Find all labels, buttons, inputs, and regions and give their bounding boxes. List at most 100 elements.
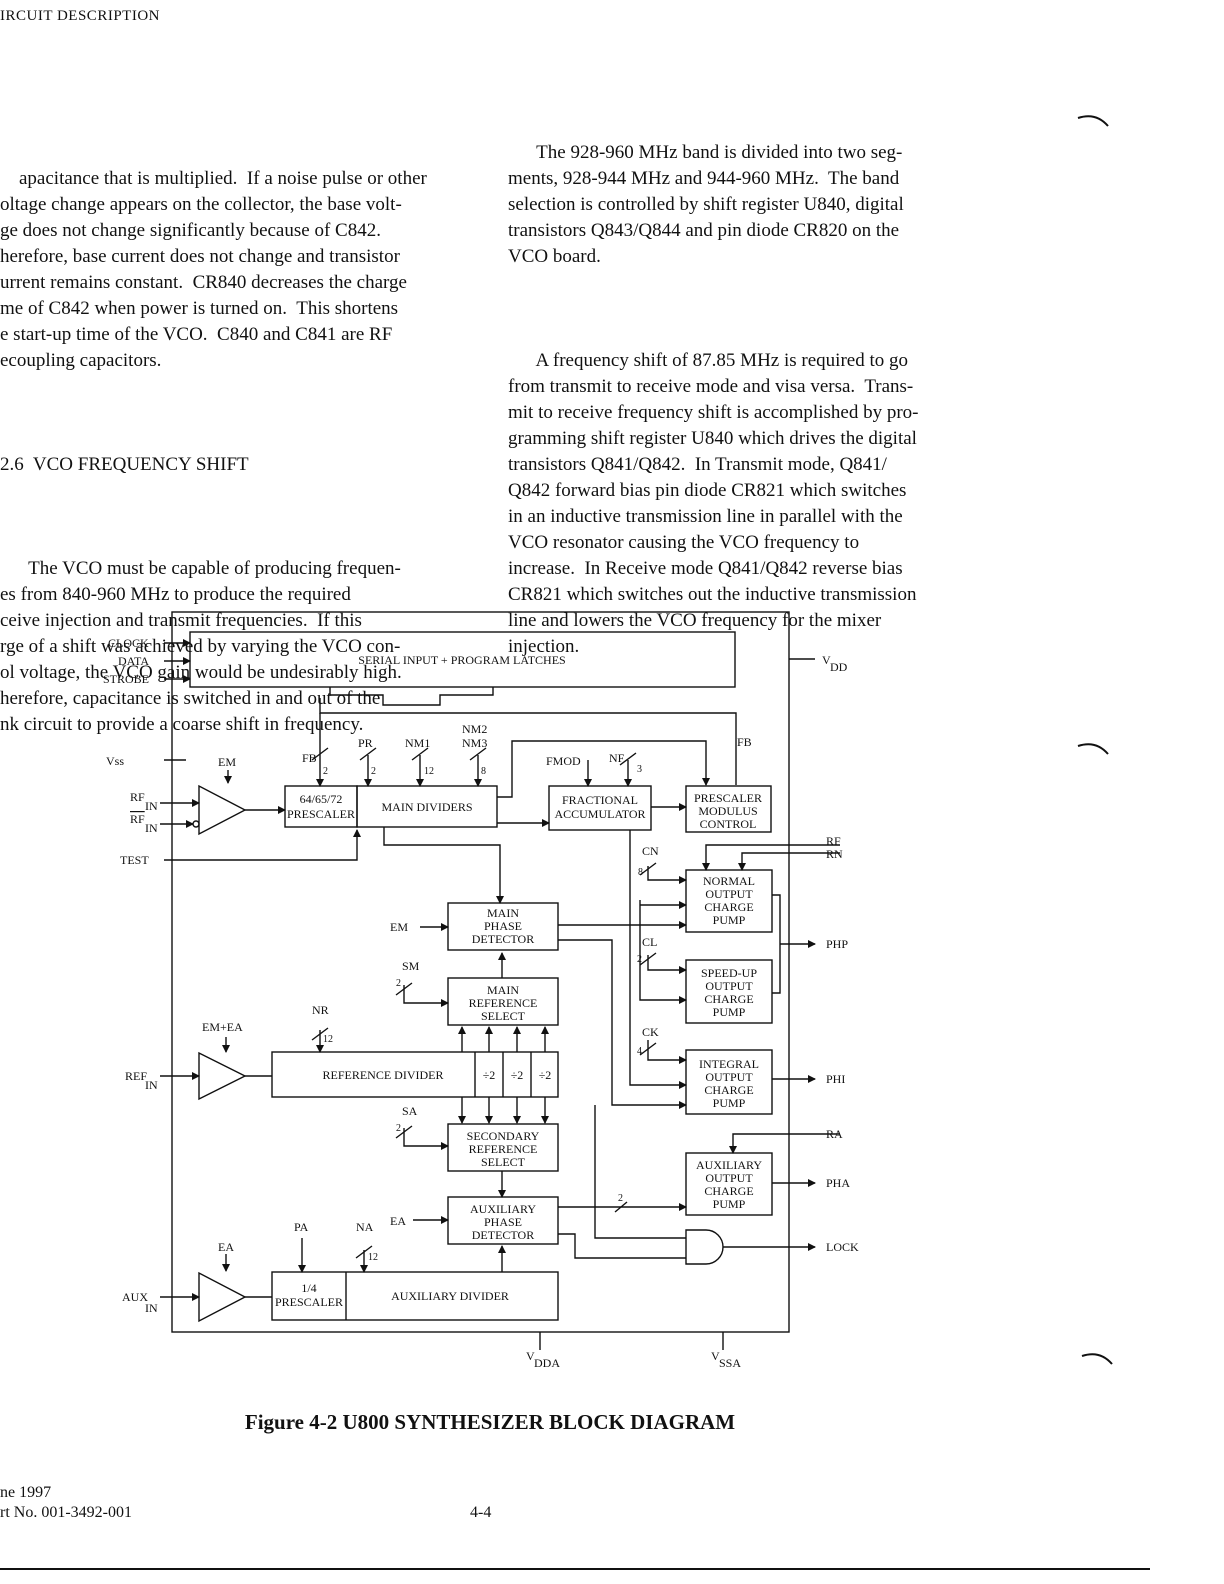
nm3-label: NM3 bbox=[462, 736, 487, 750]
ref-input-amplifier bbox=[198, 1051, 247, 1101]
icp-label-2: OUTPUT bbox=[705, 1070, 753, 1084]
nm1-label: NM1 bbox=[405, 736, 430, 750]
phi-label: PHI bbox=[826, 1072, 845, 1086]
pmc-label-1: PRESCALER bbox=[694, 791, 762, 805]
vdda-label: V bbox=[526, 1349, 535, 1363]
nm3-width: 8 bbox=[481, 766, 486, 777]
synthesizer-block-diagram: CLOCK DATA STROBE SERIAL INPUT + PROGRAM… bbox=[103, 611, 859, 1370]
lock-bus-width: 2 bbox=[618, 1193, 623, 1204]
right-paragraph-2: A frequency shift of 87.85 MHz is requir… bbox=[508, 350, 919, 657]
icp-label-4: PUMP bbox=[713, 1096, 746, 1110]
main-reference-select-block bbox=[447, 977, 559, 1026]
strobe-label: STROBE bbox=[103, 672, 149, 686]
vdd-subscript: DD bbox=[830, 660, 848, 674]
auxiliary-divider-block bbox=[271, 1271, 559, 1321]
cl-width: 2 bbox=[637, 954, 642, 965]
apd-label-2: PHASE bbox=[484, 1215, 522, 1229]
latches-label: SERIAL INPUT + PROGRAM LATCHES bbox=[358, 653, 565, 667]
integral-charge-pump-block bbox=[685, 1049, 773, 1115]
pr-width: 2 bbox=[371, 766, 376, 777]
aux-input-amplifier bbox=[198, 1271, 247, 1323]
auxiliary-phase-detector-block bbox=[447, 1196, 559, 1245]
scan-mark bbox=[1077, 743, 1109, 755]
vdd-label: V bbox=[822, 653, 831, 667]
mrs-label-2: REFERENCE bbox=[469, 996, 538, 1010]
vssa-label: V bbox=[711, 1349, 720, 1363]
scp-label-3: CHARGE bbox=[704, 992, 753, 1006]
ref-in-label: REF bbox=[125, 1069, 147, 1083]
fractional-accumulator-block bbox=[548, 785, 652, 831]
sa-label: SA bbox=[402, 1104, 418, 1118]
nm2-label: NM2 bbox=[462, 722, 487, 736]
latch-bus bbox=[319, 698, 737, 785]
acp-label-1: AUXILIARY bbox=[696, 1158, 762, 1172]
ea-pd-label: EA bbox=[390, 1214, 406, 1228]
cl-label: CL bbox=[642, 935, 657, 949]
na-label: NA bbox=[356, 1220, 374, 1234]
ncp-label-4: PUMP bbox=[713, 913, 746, 927]
footer-rule bbox=[0, 1568, 1150, 1570]
ncp-label-1: NORMAL bbox=[703, 874, 755, 888]
left-column: apacitance that is multiplied. If a nois… bbox=[0, 88, 470, 790]
fb-width: 2 bbox=[323, 766, 328, 777]
pmc-label-3: CONTROL bbox=[700, 817, 757, 831]
footer-date: ne 1997 bbox=[0, 1484, 52, 1501]
cn-label: CN bbox=[642, 844, 659, 858]
clock-label: CLOCK bbox=[108, 636, 149, 650]
nr-label: NR bbox=[312, 1003, 329, 1017]
fractional-label-1: FRACTIONAL bbox=[562, 793, 638, 807]
scp-label-4: PUMP bbox=[713, 1005, 746, 1019]
icp-label-3: CHARGE bbox=[704, 1083, 753, 1097]
srs-label-2: REFERENCE bbox=[469, 1142, 538, 1156]
rn-label: RN bbox=[826, 847, 843, 861]
rf-in-subscript: IN bbox=[145, 799, 158, 813]
aux-in-subscript: IN bbox=[145, 1301, 158, 1315]
icp-label-1: INTEGRAL bbox=[699, 1057, 759, 1071]
srs-label-3: SELECT bbox=[481, 1155, 526, 1169]
fb-right-label: FB bbox=[737, 735, 752, 749]
sm-width: 2 bbox=[396, 978, 401, 989]
mpd-label-2: PHASE bbox=[484, 919, 522, 933]
speedup-charge-pump-block bbox=[685, 959, 773, 1024]
pr-label: PR bbox=[358, 736, 373, 750]
pa-label: PA bbox=[294, 1220, 309, 1234]
nm1-width: 12 bbox=[424, 766, 434, 777]
main-dividers-block bbox=[356, 785, 498, 828]
scp-label-2: OUTPUT bbox=[705, 979, 753, 993]
scan-mark bbox=[1077, 115, 1109, 127]
ncp-label-3: CHARGE bbox=[704, 900, 753, 914]
em-pd-label: EM bbox=[390, 920, 408, 934]
rf-bar-in-label: RF bbox=[130, 812, 145, 826]
mrs-label-1: MAIN bbox=[487, 983, 519, 997]
apd-label-1: AUXILIARY bbox=[470, 1202, 536, 1216]
acp-label-3: CHARGE bbox=[704, 1184, 753, 1198]
scp-label-1: SPEED-UP bbox=[701, 966, 757, 980]
fb-label: FB bbox=[302, 751, 317, 765]
secondary-reference-select-block bbox=[447, 1123, 559, 1172]
main-phase-detector-block bbox=[447, 902, 559, 951]
sm-label: SM bbox=[402, 959, 420, 973]
apd-label-3: DETECTOR bbox=[472, 1228, 534, 1242]
nf-width: 3 bbox=[637, 764, 642, 775]
srs-label-1: SECONDARY bbox=[467, 1129, 540, 1143]
figure-caption: Figure 4-2 U800 SYNTHESIZER BLOCK DIAGRA… bbox=[244, 1410, 736, 1434]
ref-in-subscript: IN bbox=[145, 1078, 158, 1092]
page-number: 4-4 bbox=[470, 1504, 492, 1521]
ea-label: EA bbox=[218, 1240, 234, 1254]
vss-label: Vss bbox=[106, 754, 124, 768]
cn-width: 8 bbox=[638, 867, 643, 878]
aux-in-label: AUX bbox=[122, 1290, 148, 1304]
prescaler-label-2: PRESCALER bbox=[287, 807, 355, 821]
right-column: The 928-960 MHz band is divided into two… bbox=[508, 88, 998, 712]
latch-bus-arrow bbox=[329, 687, 494, 706]
section-heading: 2.6 VCO FREQUENCY SHIFT bbox=[0, 454, 249, 475]
left-paragraph-1: apacitance that is multiplied. If a nois… bbox=[0, 168, 427, 371]
aux-prescaler-label-1: 1/4 bbox=[301, 1281, 316, 1295]
lock-label: LOCK bbox=[826, 1240, 859, 1254]
acp-label-4: PUMP bbox=[713, 1197, 746, 1211]
prescaler-modulus-control-block bbox=[685, 785, 772, 833]
reference-divider-block bbox=[271, 1051, 559, 1098]
scan-mark bbox=[1081, 1353, 1113, 1365]
data-label: DATA bbox=[118, 654, 149, 668]
aux-prescaler-label-2: PRESCALER bbox=[275, 1295, 343, 1309]
